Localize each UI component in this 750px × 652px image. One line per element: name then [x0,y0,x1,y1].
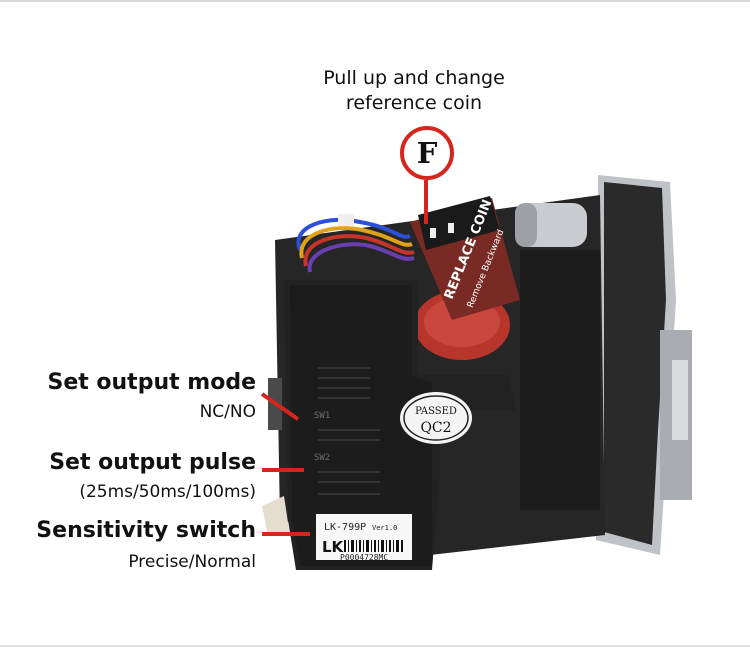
reference-coin-caption: Pull up and change reference coin [300,66,528,116]
switch2-label: SW2 [314,453,330,463]
output-mode-subtitle: NC/NO [199,402,256,422]
serial-label: P0004728MC [340,553,388,562]
qc-line-1: PASSED [415,406,457,417]
sensitivity-title: Sensitivity switch [36,518,256,543]
bottom-divider [0,645,750,647]
model-label: LK-799P [324,522,366,533]
caption-line-1: Pull up and change [323,67,505,89]
sensitivity-subtitle: Precise/Normal [128,552,256,572]
output-pulse-subtitle: (25ms/50ms/100ms) [79,482,256,502]
sensitivity-pointer [262,532,310,536]
badge-stem [424,180,428,224]
version-label: Ver1.0 [372,524,397,532]
brand-logo: LK [322,538,345,556]
qc-line-2: QC2 [420,420,451,436]
top-divider [0,0,750,2]
caption-line-2: reference coin [345,92,483,114]
reference-coin-badge: F [400,126,454,180]
output-pulse-pointer [262,468,304,472]
switch1-label: SW1 [314,411,330,421]
output-pulse-title: Set output pulse [49,450,256,475]
output-mode-title: Set output mode [47,370,256,395]
